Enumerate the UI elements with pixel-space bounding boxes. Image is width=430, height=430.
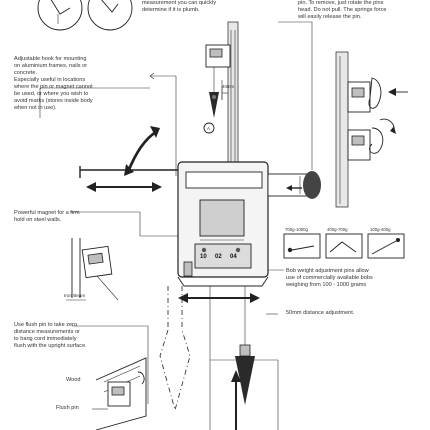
top-right-text: pin. To remove, just rotate the pins hea…	[298, 0, 387, 21]
dimension-40mm-label: 40mm	[222, 83, 234, 90]
window-digit: 02	[215, 254, 222, 261]
circle-a-label: A	[207, 125, 210, 132]
flush-pin-label: Flush pin	[56, 405, 79, 412]
top-left-hand-illustration	[38, 0, 132, 30]
plumb-lines	[160, 286, 278, 430]
weight-insets	[284, 234, 404, 258]
distance-description: 50mm distance adjustment.	[286, 310, 354, 317]
iron-beam-illustration	[66, 238, 118, 300]
top-center-text: measurement you can quickly determine if…	[142, 0, 216, 14]
window-digit: 04	[230, 254, 237, 261]
weight-range-label: 400g-700g	[327, 226, 348, 233]
bob-weight-description: Bob weight adjustment pins allow use of …	[286, 268, 373, 289]
plumb-device	[80, 162, 321, 286]
wall-mount-illustration	[204, 22, 238, 172]
weight-range-label: 700g-1000g	[285, 226, 308, 233]
wood-flush-illustration	[92, 358, 146, 430]
iron-beam-label: Iron Beam	[64, 292, 85, 299]
magnet-description: Powerful magnet for a firm hold on steel…	[14, 210, 80, 224]
hook-swing-arrow	[124, 126, 160, 176]
window-digit: 10	[200, 254, 207, 261]
pin-removal-illustration	[336, 52, 408, 207]
weight-range-label: 100g-400g	[370, 226, 391, 233]
flush-pin-description: Use flush pin to take zero distance meas…	[14, 322, 87, 350]
hook-description: Adjustable hook for mounting on aluminiu…	[14, 56, 93, 112]
wood-label: Wood	[66, 377, 81, 384]
